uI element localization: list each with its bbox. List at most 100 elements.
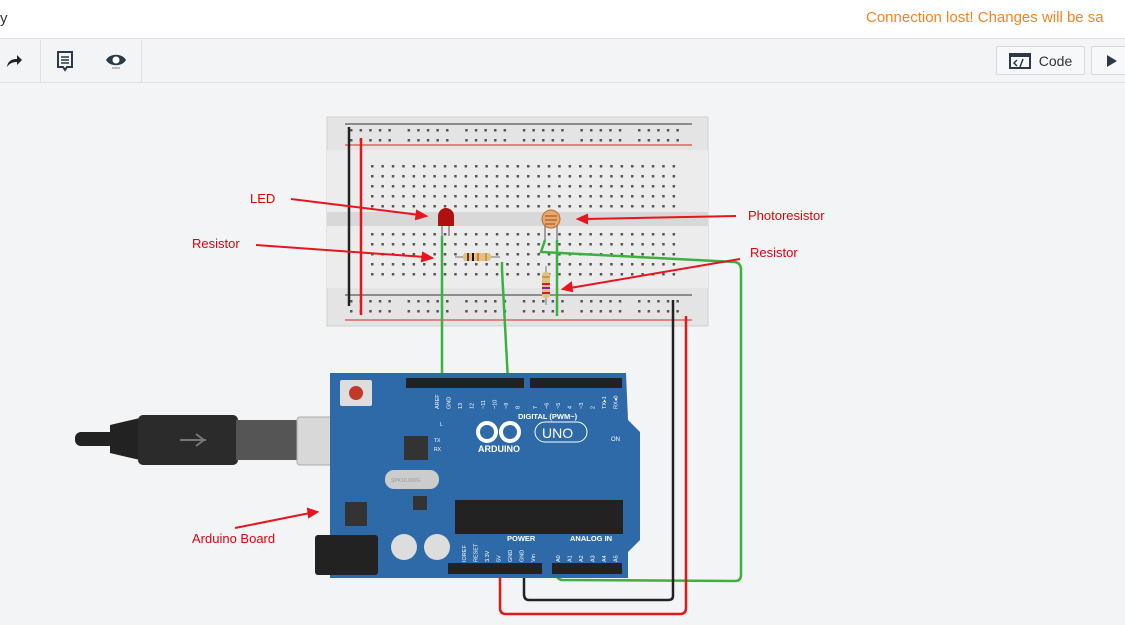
breadboard-hole[interactable] [443,205,447,208]
breadboard-hole[interactable] [537,233,540,236]
breadboard-hole[interactable] [599,310,603,313]
breadboard-hole[interactable] [610,195,613,198]
breadboard-hole[interactable] [672,243,676,246]
breadboard-hole[interactable] [618,310,622,313]
breadboard-hole[interactable] [464,175,468,178]
breadboard-hole[interactable] [547,165,551,168]
breadboard-hole[interactable] [485,195,488,198]
arduino-uno[interactable]: ARDUINO UNO DIGITAL (PWM~) POWER ANALOG … [315,373,640,578]
breadboard-hole[interactable] [589,175,592,178]
breadboard-hole[interactable] [426,300,430,303]
breadboard-hole[interactable] [651,195,655,198]
breadboard-hole[interactable] [542,129,545,132]
breadboard-hole[interactable] [423,185,426,188]
toggle-notes-visibility-button[interactable] [100,40,132,82]
breadboard-hole[interactable] [443,175,447,178]
breadboard-hole[interactable] [446,129,449,132]
photoresistor[interactable] [541,209,561,240]
breadboard-hole[interactable] [475,263,478,266]
breadboard-hole[interactable] [651,253,655,256]
breadboard-hole[interactable] [657,300,660,303]
breadboard-hole[interactable] [423,243,426,246]
breadboard-hole[interactable] [551,139,555,142]
breadboard-hole[interactable] [506,205,509,208]
breadboard-hole[interactable] [672,263,676,266]
breadboard-hole[interactable] [484,129,487,132]
breadboard-hole[interactable] [391,195,395,198]
breadboard-hole[interactable] [446,139,449,142]
breadboard-hole[interactable] [589,205,592,208]
breadboard-hole[interactable] [631,273,634,276]
breadboard-hole[interactable] [443,243,447,246]
breadboard-hole[interactable] [412,185,416,188]
notes-button[interactable] [50,40,80,82]
breadboard-hole[interactable] [388,300,391,303]
breadboard-hole[interactable] [641,175,644,178]
breadboard-hole[interactable] [527,263,530,266]
breadboard-hole[interactable] [443,165,447,168]
breadboard-hole[interactable] [599,273,603,276]
breadboard-hole[interactable] [672,175,676,178]
breadboard-hole[interactable] [568,185,572,188]
breadboard-hole[interactable] [631,195,634,198]
breadboard-hole[interactable] [641,243,644,246]
breadboard-hole[interactable] [485,205,488,208]
breadboard-hole[interactable] [599,195,603,198]
breadboard-hole[interactable] [676,310,679,313]
breadboard-hole[interactable] [561,300,564,303]
breadboard-hole[interactable] [474,300,478,303]
breadboard-hole[interactable] [651,263,655,266]
wire-photoresistor-a0[interactable] [539,239,743,583]
breadboard-hole[interactable] [381,233,384,236]
breadboard-hole[interactable] [454,185,457,188]
breadboard-hole[interactable] [537,185,540,188]
breadboard-hole[interactable] [506,165,509,168]
breadboard-hole[interactable] [371,233,374,236]
breadboard-hole[interactable] [423,165,426,168]
breadboard-hole[interactable] [506,253,509,256]
breadboard-hole[interactable] [662,205,665,208]
breadboard-hole[interactable] [590,129,593,132]
breadboard-hole[interactable] [610,205,613,208]
breadboard-hole[interactable] [558,263,561,266]
breadboard-hole[interactable] [662,165,665,168]
breadboard-hole[interactable] [579,165,582,168]
led[interactable] [438,208,454,236]
breadboard-hole[interactable] [506,273,509,276]
breadboard-hole[interactable] [516,165,520,168]
breadboard-hole[interactable] [516,185,520,188]
breadboard-hole[interactable] [516,263,520,266]
breadboard-hole[interactable] [371,243,374,246]
breadboard-hole[interactable] [475,273,478,276]
design-title[interactable]: y [0,10,8,27]
breadboard-hole[interactable] [537,273,540,276]
breadboard-hole[interactable] [391,165,395,168]
breadboard-hole[interactable] [662,253,665,256]
breadboard-hole[interactable] [610,273,613,276]
breadboard-hole[interactable] [527,205,530,208]
breadboard-hole[interactable] [381,263,384,266]
breadboard-hole[interactable] [454,165,457,168]
breadboard-hole[interactable] [558,185,561,188]
breadboard-hole[interactable] [641,233,644,236]
breadboard-hole[interactable] [407,139,411,142]
breadboard-hole[interactable] [631,263,634,266]
breadboard-hole[interactable] [454,233,457,236]
breadboard-hole[interactable] [589,243,592,246]
breadboard-hole[interactable] [494,300,497,303]
breadboard-hole[interactable] [599,243,603,246]
breadboard-hole[interactable] [631,165,634,168]
breadboard-hole[interactable] [666,300,670,303]
start-simulation-button[interactable] [1091,46,1125,75]
breadboard-hole[interactable] [417,139,420,142]
breadboard-hole[interactable] [561,129,564,132]
breadboard-hole[interactable] [672,205,676,208]
breadboard-hole[interactable] [464,165,468,168]
breadboard-hole[interactable] [371,273,374,276]
breadboard-hole[interactable] [369,139,372,142]
breadboard-hole[interactable] [651,243,655,246]
breadboard-hole[interactable] [537,263,540,266]
breadboard-hole[interactable] [599,185,603,188]
breadboard-hole[interactable] [495,253,499,256]
breadboard-hole[interactable] [516,253,520,256]
